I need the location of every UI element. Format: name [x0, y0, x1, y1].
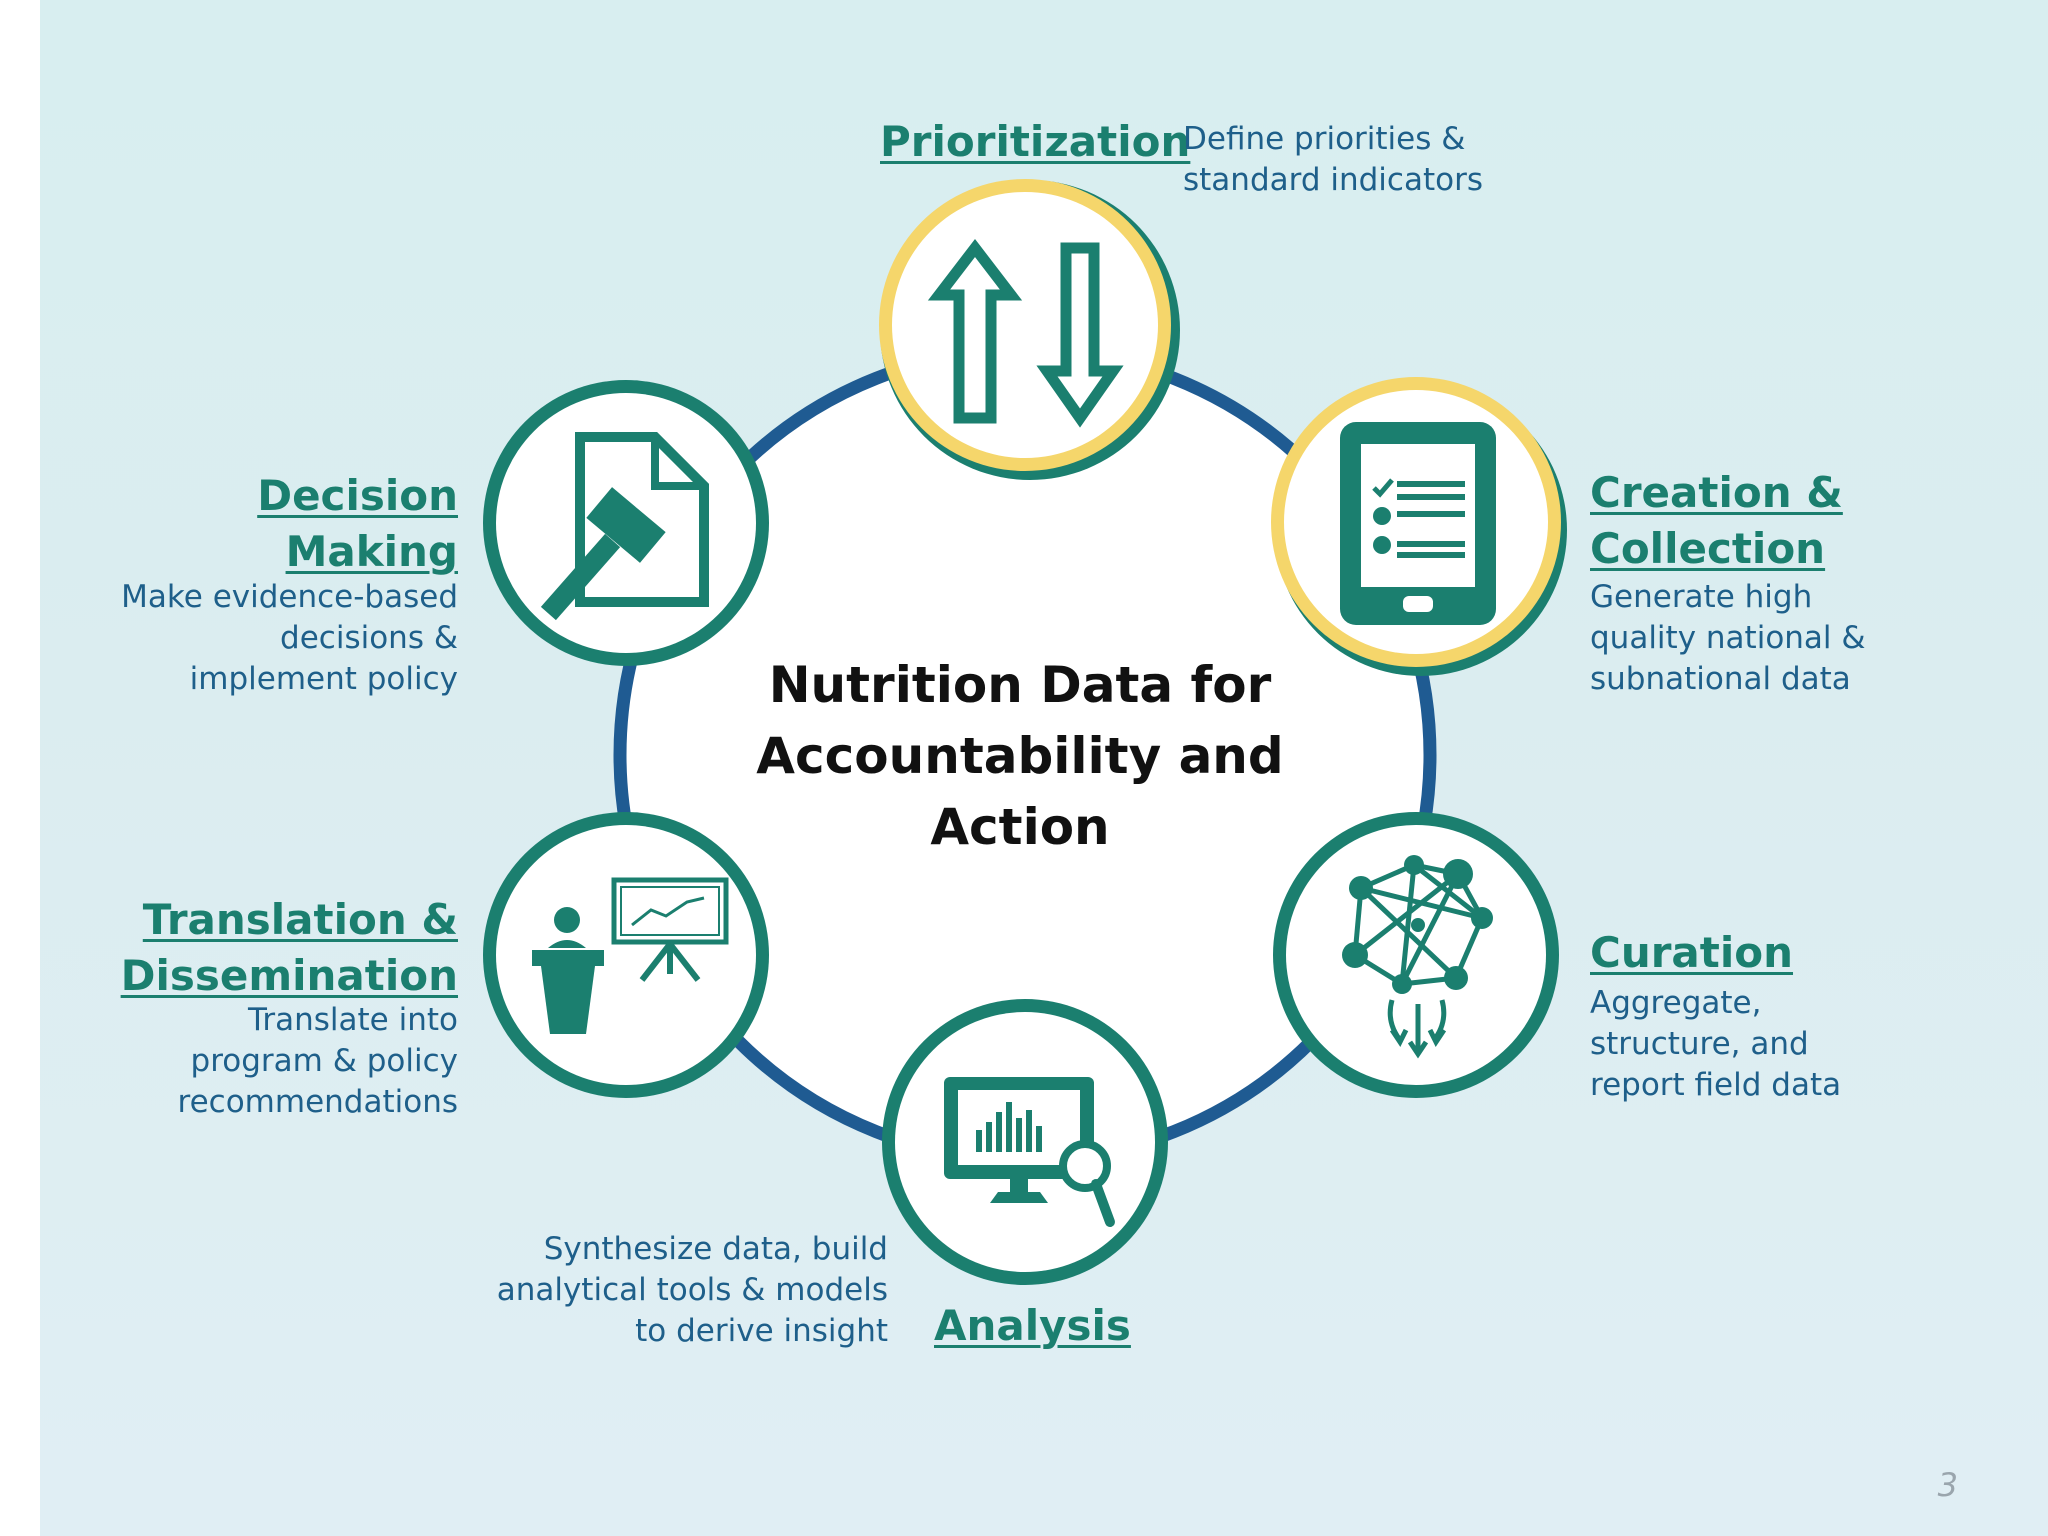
- gavel-document-icon: [540, 432, 709, 621]
- translation-title-line[interactable]: Translation &: [142, 895, 458, 944]
- prioritization-desc-line: standard indicators: [1183, 162, 1483, 198]
- creation-collection-node[interactable]: [1271, 377, 1567, 676]
- creation-title-line[interactable]: Collection: [1590, 524, 1826, 573]
- monitor-chart-magnifier-icon: [944, 1077, 1115, 1227]
- translation-desc-line: recommendations: [177, 1084, 458, 1120]
- prioritization-description: Define priorities & standard indicators: [1183, 119, 1483, 201]
- decision-desc-line: Make evidence-based: [121, 579, 458, 615]
- decision-making-title-link[interactable]: Decision Making: [257, 468, 458, 580]
- creation-collection-title-link[interactable]: Creation & Collection: [1590, 465, 1843, 577]
- creation-desc-line: quality national &: [1590, 620, 1866, 656]
- curation-description: Aggregate, structure, and report field d…: [1590, 983, 1841, 1106]
- creation-collection-description: Generate high quality national & subnati…: [1590, 577, 1866, 700]
- analysis-desc-line: to derive insight: [635, 1313, 888, 1349]
- translation-dissemination-title-link[interactable]: Translation & Dissemination: [121, 892, 458, 1004]
- up-down-arrows-icon: [927, 238, 1124, 428]
- decision-desc-line: decisions &: [280, 620, 458, 656]
- decision-title-line[interactable]: Making: [285, 527, 458, 576]
- decision-making-node[interactable]: [483, 380, 769, 666]
- presenter-easel-icon: [532, 877, 729, 1034]
- translation-dissemination-node[interactable]: [483, 812, 769, 1098]
- prioritization-node[interactable]: [879, 179, 1180, 480]
- network-funnel-icon: [1342, 855, 1493, 1059]
- creation-desc-line: subnational data: [1590, 661, 1851, 697]
- analysis-node[interactable]: [882, 999, 1168, 1285]
- prioritization-desc-line: Define priorities &: [1183, 121, 1466, 157]
- curation-title-link[interactable]: Curation: [1590, 928, 1794, 977]
- translation-desc-line: program & policy: [190, 1043, 458, 1079]
- analysis-description: Synthesize data, build analytical tools …: [497, 1229, 888, 1352]
- creation-title-line[interactable]: Creation &: [1590, 468, 1843, 517]
- page-number: 3: [1937, 1466, 1958, 1504]
- decision-title-line[interactable]: Decision: [257, 471, 458, 520]
- translation-title-line[interactable]: Dissemination: [120, 951, 458, 1000]
- curation-node[interactable]: [1273, 812, 1559, 1098]
- analysis-title-link[interactable]: Analysis: [934, 1301, 1131, 1350]
- tablet-checklist-icon: [1340, 422, 1496, 625]
- analysis-desc-line: analytical tools & models: [496, 1272, 888, 1308]
- translation-desc-line: Translate into: [248, 1002, 458, 1038]
- center-title: Nutrition Data for Accountability and Ac…: [756, 656, 1284, 856]
- decision-desc-line: implement policy: [189, 661, 458, 697]
- curation-desc-line: structure, and: [1590, 1026, 1809, 1062]
- prioritization-title-link[interactable]: Prioritization: [880, 117, 1191, 166]
- creation-desc-line: Generate high: [1590, 579, 1813, 615]
- translation-dissemination-description: Translate into program & policy recommen…: [178, 1000, 458, 1123]
- curation-desc-line: report field data: [1590, 1067, 1842, 1103]
- curation-desc-line: Aggregate,: [1590, 985, 1762, 1021]
- analysis-desc-line: Synthesize data, build: [543, 1231, 888, 1267]
- decision-making-description: Make evidence-based decisions & implemen…: [121, 577, 458, 700]
